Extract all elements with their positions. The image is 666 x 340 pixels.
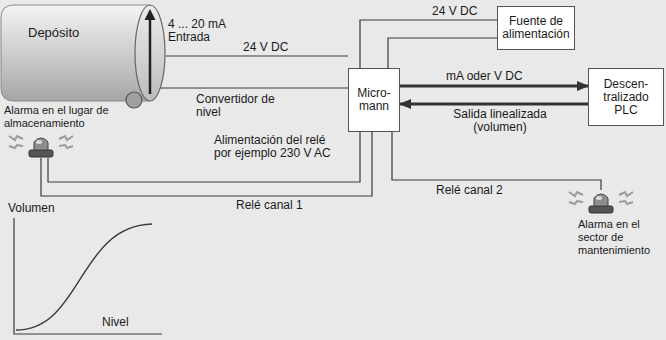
signal-arrow [400,103,588,106]
label-holder: 24 V DC [243,41,288,54]
annotation-label: 4 ... 20 mA Entrada [168,18,248,44]
alarm-lamp: Alarma en el lugar de almacenamiento [26,134,56,158]
signal-arrow [400,85,588,88]
tank: Depósito [0,4,166,102]
edge-label: 24 V DC [243,41,288,54]
edge-label: mA oder V DC [446,70,523,83]
annotation-label: Nivel [102,316,129,329]
wire [166,55,348,56]
label-holder: Nivel [102,316,129,329]
label-holder: 4 ... 20 mA Entrada [168,18,248,44]
relay-supply-wire [48,132,360,182]
wire [388,38,497,68]
label-holder: Relé canal 1 [236,199,303,212]
label-holder: Relé canal 2 [436,184,503,197]
node-label: Depósito [28,26,79,39]
micromann-box: Micro- mann [348,68,400,132]
volume-level-chart [14,218,162,334]
label-holder: mA oder V DC [446,70,523,83]
label-holder: Alarma en el sector de mantenimiento [578,218,662,257]
label-holder: Alimentación del relé por ejemplo 230 V … [214,134,346,160]
edge-label: Salida linealizada (volumen) [440,108,560,134]
level-converter: Convertidor de nivel [125,91,143,109]
label-holder: Alarma en el lugar de almacenamiento [4,104,122,130]
wire [392,132,601,190]
alarm-lamp: Alarma en el sector de mantenimiento [586,190,616,214]
converter-symbol [125,91,143,109]
box-label: Micro- mann [351,87,397,113]
node-label: Convertidor de nivel [196,93,286,119]
tank-drawing [0,4,166,102]
plc-box: Descen- tralizado PLC [588,68,664,126]
label-holder: Volumen [8,202,55,215]
wire [41,132,372,196]
edge-label: Relé canal 2 [436,184,503,197]
power-supply-box: Fuente de alimentación [497,6,575,50]
box-label: Fuente de alimentación [500,15,572,41]
alarm-lamp-symbol [586,190,616,214]
box-label: Descen- tralizado PLC [591,78,661,117]
label-holder: Depósito [28,26,79,39]
node-label: Alarma en el lugar de almacenamiento [4,104,122,130]
label-holder: 24 V DC [432,5,477,18]
edge-label: 24 V DC [432,5,477,18]
wire [360,20,497,68]
alarm-lamp-symbol [26,134,56,158]
label-holder: Convertidor de nivel [196,93,286,119]
annotation-label: Volumen [8,202,55,215]
annotation-label: Alimentación del relé por ejemplo 230 V … [214,134,346,160]
label-holder: Salida linealizada (volumen) [440,108,560,134]
edge-label: Relé canal 1 [236,199,303,212]
node-label: Alarma en el sector de mantenimiento [578,218,662,257]
